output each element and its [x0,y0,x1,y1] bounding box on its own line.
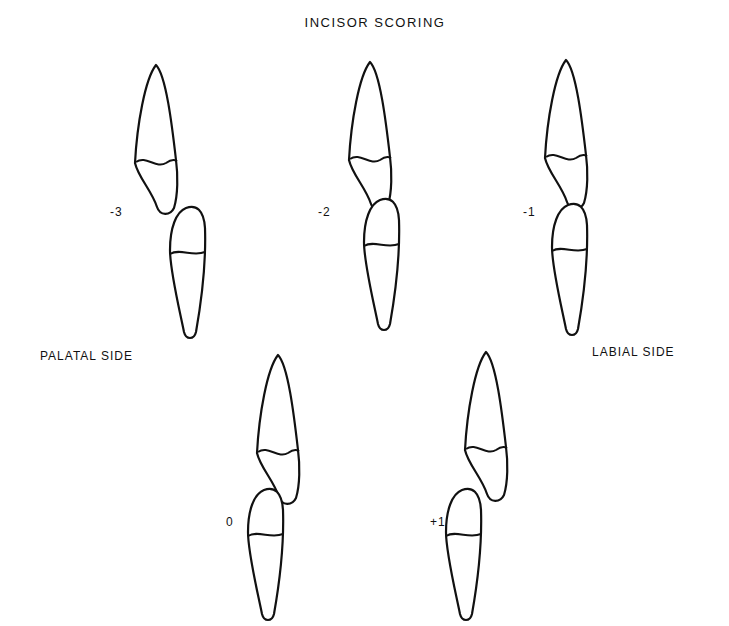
score-label: -2 [318,206,331,218]
upper-incisor [465,352,507,501]
lower-incisor [446,489,481,620]
score-label: +1 [430,516,446,528]
score-label: 0 [226,516,234,528]
upper-incisor [545,60,587,209]
lower-incisor [552,204,587,335]
lower-incisor [248,489,283,620]
upper-incisor [135,65,177,214]
score-label: -1 [523,206,536,218]
side-label: PALATAL SIDE [40,350,133,362]
lower-incisor [364,199,399,330]
lower-incisor [170,207,205,338]
diagram-title: INCISOR SCORING [305,16,446,29]
score-label: -3 [110,206,123,218]
upper-incisor [257,355,299,504]
upper-incisor [349,62,391,211]
side-label: LABIAL SIDE [592,346,675,358]
